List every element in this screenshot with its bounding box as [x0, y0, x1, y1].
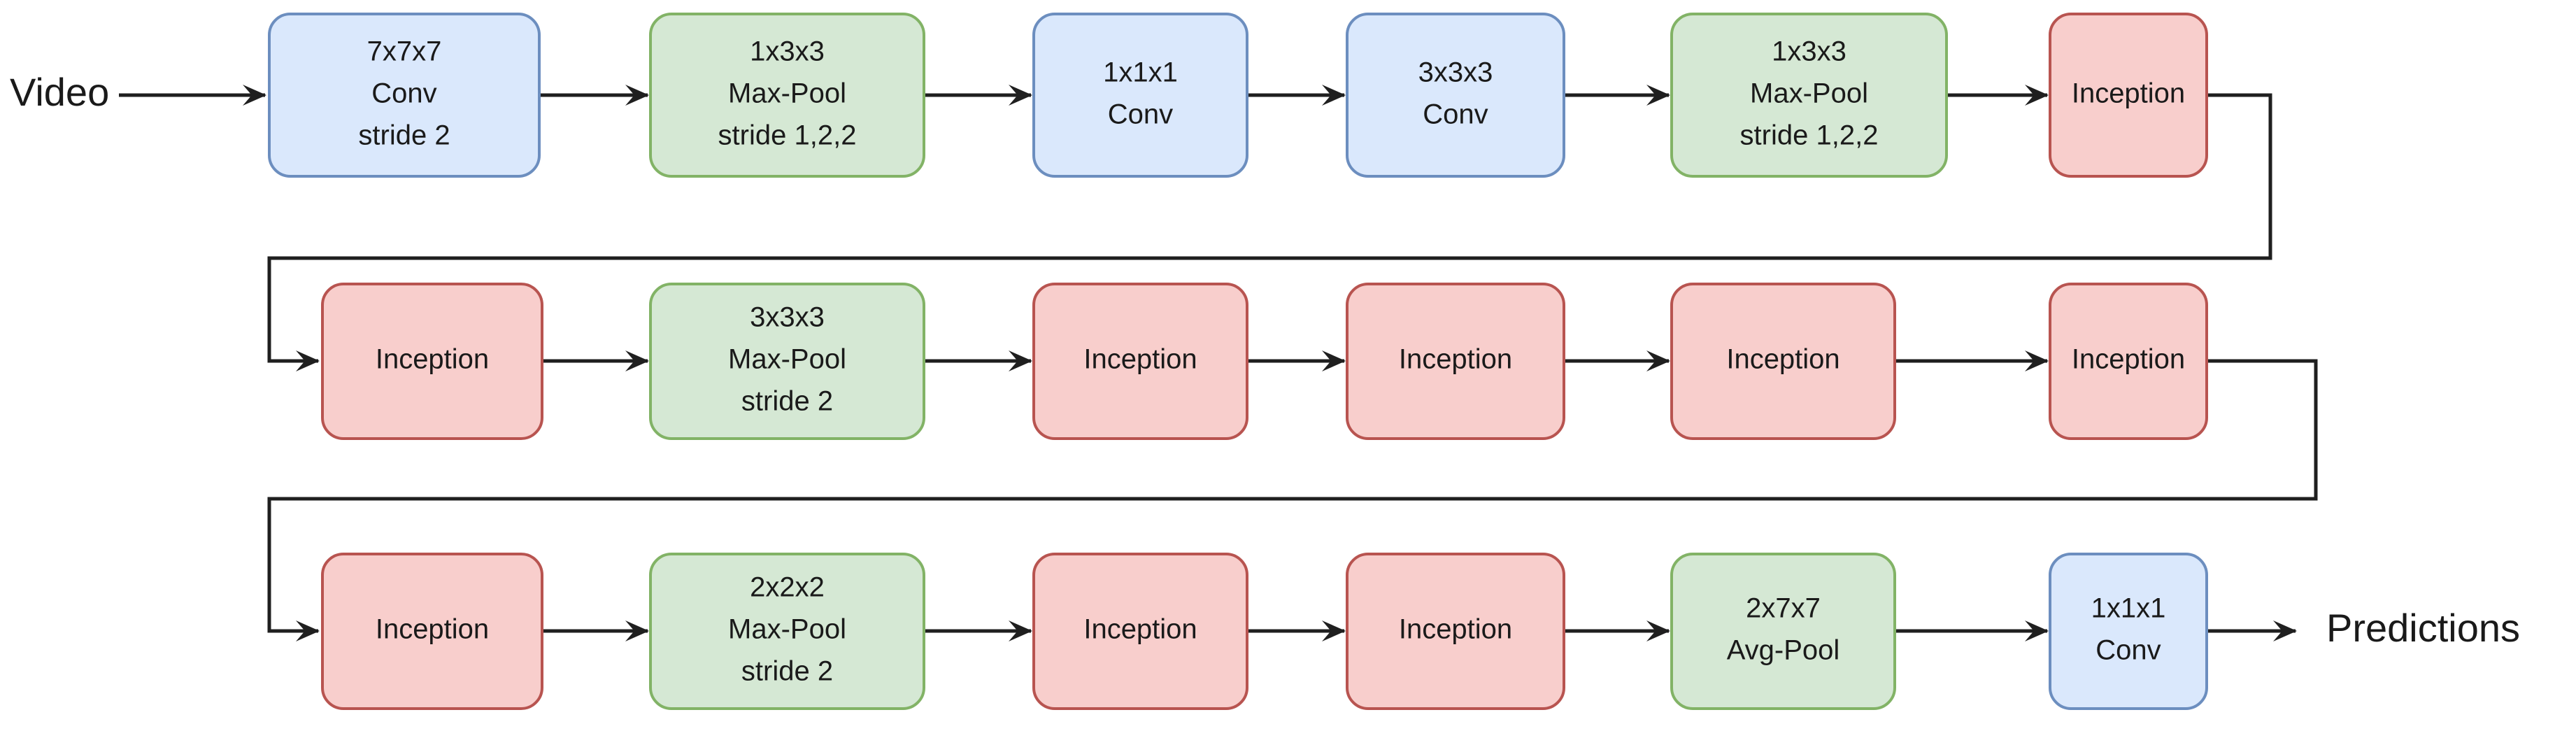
node-label-line: Max-Pool — [728, 614, 846, 645]
node-box-blue[interactable] — [1032, 13, 1248, 178]
node-inception-n10[interactable]: Inception — [1346, 283, 1565, 440]
arrow-head — [1646, 85, 1670, 106]
node-label-line: stride 2 — [358, 120, 450, 151]
node-inception-n12[interactable]: Inception — [2049, 283, 2208, 440]
node-label-line: 1x1x1 — [2091, 593, 2166, 624]
arrow-head — [625, 350, 649, 371]
node-label-line: Inception — [1083, 344, 1197, 375]
node-label-line: Inception — [376, 344, 489, 375]
node-box-blue[interactable] — [2049, 553, 2208, 710]
node-label-line: 1x1x1 — [1103, 57, 1178, 88]
arrow-head — [1646, 620, 1670, 641]
node-label-line: Conv — [371, 78, 436, 109]
node-box-green[interactable] — [649, 13, 925, 178]
input-label-video: Video — [10, 70, 109, 114]
arrow-head — [243, 85, 266, 106]
node-box-green[interactable] — [1670, 13, 1948, 178]
node-label-line: Max-Pool — [728, 78, 846, 109]
arrow-head — [625, 620, 649, 641]
node-label-line: stride 2 — [741, 656, 833, 687]
node-label-line: 7x7x7 — [367, 36, 442, 67]
node-box-red[interactable] — [2049, 283, 2208, 440]
node-box-red[interactable] — [2049, 13, 2208, 178]
node-box-red[interactable] — [321, 283, 543, 440]
node-label-line: Avg-Pool — [1727, 635, 1840, 666]
node-inception-n16[interactable]: Inception — [1346, 553, 1565, 710]
node-inception-n6[interactable]: Inception — [2049, 13, 2208, 178]
node-box-blue[interactable] — [1346, 13, 1565, 178]
arrow-head — [1009, 350, 1032, 371]
node-box-red[interactable] — [1670, 283, 1896, 440]
node-label-line: Inception — [2072, 78, 2185, 109]
connector-layer — [119, 85, 2318, 641]
node-box-red[interactable] — [1346, 553, 1565, 710]
node-label-line: Conv — [2095, 635, 2161, 666]
arrow-head — [2025, 85, 2049, 106]
node-inception-n15[interactable]: Inception — [1032, 553, 1248, 710]
node-label-line: Conv — [1108, 99, 1173, 130]
node-box-green[interactable] — [1670, 553, 1896, 710]
output-label-predictions: Predictions — [2326, 606, 2520, 650]
node-inception-n7[interactable]: Inception — [321, 283, 543, 440]
node-box-red[interactable] — [1032, 553, 1248, 710]
node-label-line: Inception — [2072, 344, 2185, 375]
node-label-line: Inception — [1399, 614, 1512, 645]
endpoint-layer: Video Predictions — [10, 70, 2520, 650]
node-box-red[interactable] — [1032, 283, 1248, 440]
node-label-line: Inception — [376, 614, 489, 645]
arrow-head — [1009, 620, 1032, 641]
node-label-line: Inception — [1083, 614, 1197, 645]
node-box-red[interactable] — [321, 553, 543, 710]
node-inception-n9[interactable]: Inception — [1032, 283, 1248, 440]
node-label-line: 2x2x2 — [750, 572, 825, 603]
edge-wrap-row1-to-row2 — [267, 359, 2318, 633]
node-inception-n11[interactable]: Inception — [1670, 283, 1896, 440]
arrow-head — [2025, 620, 2049, 641]
node-box-green[interactable] — [649, 283, 925, 440]
node-label-line: 3x3x3 — [750, 302, 825, 333]
arrow-head — [1322, 85, 1346, 106]
arrow-head — [625, 85, 649, 106]
node-box-red[interactable] — [1346, 283, 1565, 440]
node-label-line: Conv — [1423, 99, 1488, 130]
node-box-green[interactable] — [649, 553, 925, 710]
node-label-line: stride 2 — [741, 386, 833, 417]
arrow-head — [1322, 350, 1346, 371]
node-box-blue[interactable] — [268, 13, 541, 178]
node-label-line: Max-Pool — [728, 344, 846, 375]
arrow-head — [1322, 620, 1346, 641]
node-label-line: 3x3x3 — [1418, 57, 1493, 88]
node-label-line: 1x3x3 — [750, 36, 825, 67]
arrow-head — [2273, 620, 2297, 641]
arrow-head — [296, 350, 320, 371]
arrow-head — [2025, 350, 2049, 371]
node-label-line: Max-Pool — [1750, 78, 1868, 109]
arrow-head — [1009, 85, 1032, 106]
node-inception-n13[interactable]: Inception — [321, 553, 543, 710]
node-label-line: Inception — [1726, 344, 1840, 375]
arrow-head — [296, 620, 320, 641]
edge-wrap-row0-to-row1 — [267, 93, 2272, 363]
node-label-line: stride 1,2,2 — [1740, 120, 1879, 151]
node-label-line: Inception — [1399, 344, 1512, 375]
arrow-head — [1646, 350, 1670, 371]
node-label-line: 1x3x3 — [1772, 36, 1846, 67]
node-label-line: stride 1,2,2 — [718, 120, 857, 151]
node-label-line: 2x7x7 — [1746, 593, 1821, 624]
